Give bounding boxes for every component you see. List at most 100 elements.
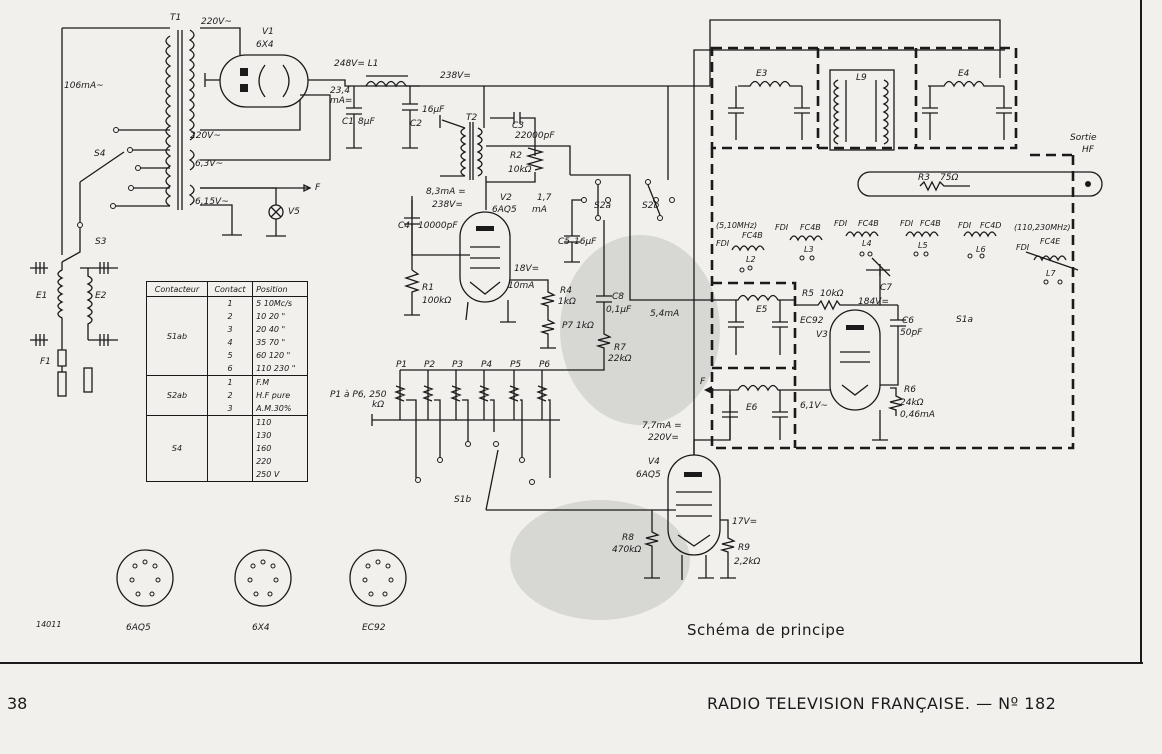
label-fc4e: FC4E: [1040, 237, 1061, 246]
tube-base-6x4: [234, 549, 292, 607]
table-group-name: S2ab: [146, 375, 208, 416]
filter-e4: [922, 80, 1012, 140]
coil-l4: [845, 231, 879, 257]
label-c3: C3: [512, 121, 524, 131]
label-r7: R7: [614, 343, 626, 353]
position-cell: 5 10Mc/s: [256, 299, 293, 308]
label-c6-value: 50pF: [900, 328, 923, 338]
label-v2-type: 6AQ5: [492, 205, 517, 215]
wire-v4-gnd: [681, 555, 714, 580]
table-row: S1ab 1 2 3 4 5 6 5 10Mc/s 10 20 " 20 40 …: [146, 296, 308, 376]
resistor-r1: [403, 269, 421, 316]
lamp-v5: [200, 187, 286, 237]
capacitor-c2: [402, 86, 418, 149]
paper-stain: [510, 500, 690, 620]
label-l5: L5: [918, 241, 928, 250]
label-1-7: 1,7: [537, 193, 552, 203]
coil-l6: [963, 231, 997, 259]
label-fc4b-4: FC4B: [920, 219, 941, 228]
label-r9: R9: [738, 543, 750, 553]
label-p1-p6: P1 à P6, 250: [330, 390, 387, 400]
label-238v-b: 238V=: [432, 200, 463, 210]
label-v5: V5: [288, 207, 300, 217]
label-fdi-4: FDI: [900, 219, 914, 228]
label-fc4b-3: FC4B: [858, 219, 879, 228]
label-v1-type: 6X4: [256, 40, 274, 50]
contact-cell: 4: [227, 338, 233, 347]
label-c2: C2: [410, 119, 422, 129]
capacitor-c8-r7: [400, 220, 612, 371]
contact-cell: 6: [227, 364, 233, 373]
table-contacts: 1 2 3: [206, 375, 254, 416]
label-fdi-6: FDI: [1016, 243, 1030, 252]
label-s4: S4: [94, 149, 106, 159]
filter-e6: [704, 384, 830, 440]
table-header: Contacteur: [146, 281, 208, 297]
label-sortie: Sortie: [1070, 133, 1097, 143]
coil-l2: [731, 245, 765, 273]
label-220v-b: 220V~: [190, 131, 221, 141]
position-cell: 130: [256, 431, 272, 440]
label-l3: L3: [804, 245, 814, 254]
label-r8-value: 470kΩ: [612, 545, 641, 555]
label-7-7ma: 7,7mA =: [642, 421, 682, 431]
position-cell: 20 40 ": [256, 325, 286, 334]
page-rule-bottom: [0, 662, 1143, 664]
position-cell: 160: [256, 444, 272, 453]
wire-v2-f: [465, 301, 469, 321]
label-c2-value: 16µF: [422, 105, 445, 115]
position-cell: F.M: [256, 378, 270, 387]
label-ma: mA=: [330, 96, 352, 106]
label-r6: R6: [904, 385, 916, 395]
contact-cell: 3: [227, 325, 233, 334]
wire-615: [200, 204, 242, 236]
table-header: Position: [252, 281, 308, 297]
coil-l7: [1025, 251, 1079, 285]
label-ec92: EC92: [800, 316, 824, 326]
label-v2: V2: [500, 193, 512, 203]
page-rule-right: [1140, 0, 1142, 664]
label-r4: R4: [560, 286, 572, 296]
label-r2-value: 10kΩ: [508, 165, 532, 175]
label-c4: C4: [398, 221, 410, 231]
label-c4-value: 10000pF: [418, 221, 458, 231]
label-6-3v: 6,3V~: [195, 159, 223, 169]
position-cell: 110 230 ": [256, 364, 296, 373]
position-cell: 250 V: [256, 470, 280, 479]
label-238v: 238V=: [440, 71, 471, 81]
filter-e1: [30, 262, 67, 397]
label-r6-value: 24kΩ: [900, 398, 924, 408]
filter-e2: [80, 262, 118, 393]
coil-l3: [789, 235, 823, 261]
label-t2: T2: [466, 113, 477, 123]
label-fc4d: FC4D: [980, 221, 1001, 230]
label-220v-d: 220V=: [648, 433, 679, 443]
table-group-name: S1ab: [146, 296, 208, 376]
label-106ma: 106mA~: [64, 81, 104, 91]
switch-s2a: [581, 179, 611, 221]
label-c8: C8: [612, 292, 624, 302]
label-248v-l1: 248V= L1: [334, 59, 378, 69]
position-cell: 220: [256, 457, 272, 466]
position-cell: A.M.30%: [256, 404, 292, 413]
resistor-r2: [486, 147, 545, 183]
label-fdi-2: FDI: [775, 223, 789, 232]
label-s2a: S2a: [594, 201, 611, 211]
capacitor-c1: [346, 86, 362, 149]
label-23-4: 23,4: [330, 86, 350, 96]
filter-e5: [700, 294, 795, 355]
label-v4: V4: [648, 457, 660, 467]
coil-l9: [829, 69, 895, 151]
label-l7: L7: [1046, 269, 1056, 278]
choke-l1: [365, 80, 407, 88]
label-fdi-3: FDI: [834, 219, 848, 228]
label-l9: L9: [856, 73, 867, 83]
coil-l5: [905, 231, 939, 257]
label-p6: P6: [539, 360, 550, 370]
figure-caption: Schéma de principe: [687, 621, 846, 639]
position-cell: 60 120 ": [256, 351, 291, 360]
label-r2: R2: [510, 151, 522, 161]
table-row: S2ab 1 2 3 F.M H.F pure A.M.30%: [146, 375, 308, 416]
label-r5-value: 10kΩ: [820, 289, 844, 299]
